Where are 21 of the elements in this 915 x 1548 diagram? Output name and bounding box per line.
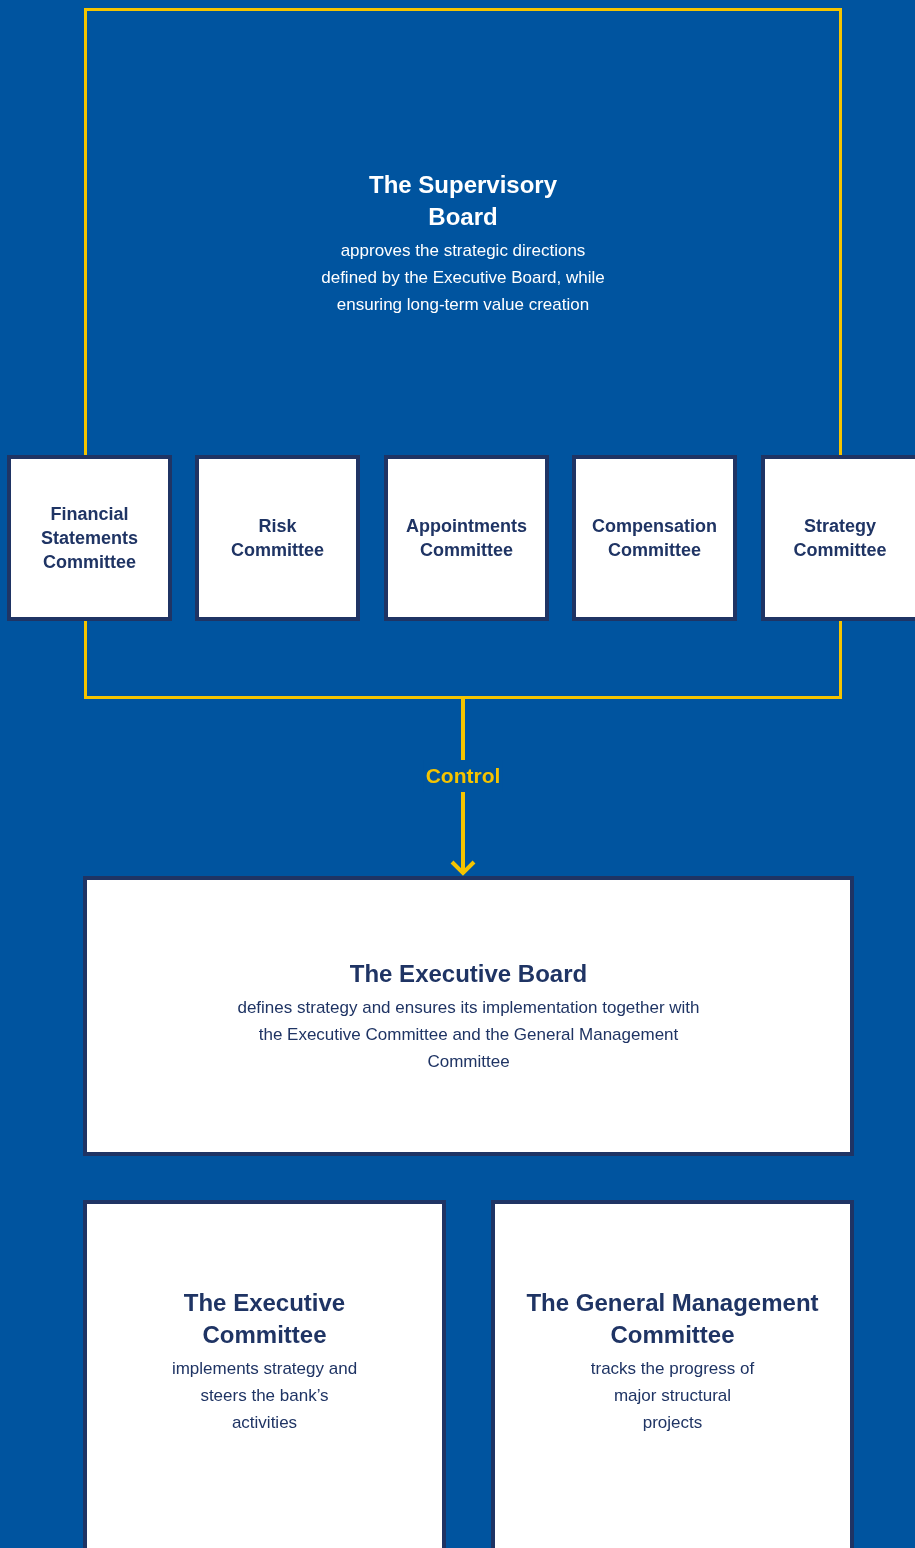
box-description: tracks the progress of major structural projects xyxy=(589,1357,756,1434)
board-box xyxy=(83,1200,446,1548)
box-description: approves the strategic directions defined by the Executive Board, while ensuring long-term value creation xyxy=(320,240,606,316)
board-box xyxy=(83,876,854,1156)
box-heading: The Supervisory Board xyxy=(367,170,559,232)
committee-name: Strategy Committee xyxy=(792,515,888,562)
committee-box xyxy=(384,455,549,621)
committee-name: Financial Statements Committee xyxy=(40,503,139,574)
box-heading: The General Management Committee xyxy=(525,1287,820,1350)
box-description: defines strategy and ensures its implementation together with the Executive Committee and the General Management Committee xyxy=(236,996,701,1073)
committee-name: Risk Committee xyxy=(230,515,325,562)
committee-box xyxy=(761,455,915,621)
box-heading: The Executive Board xyxy=(349,958,588,989)
box-heading: The Executive Committee xyxy=(182,1287,347,1350)
committee-box xyxy=(195,455,360,621)
committee-box xyxy=(572,455,737,621)
board-box xyxy=(491,1200,854,1548)
committee-box xyxy=(7,455,172,621)
box-description: implements strategy and steers the bank’s activities xyxy=(170,1357,359,1434)
committee-name: Compensation Committee xyxy=(592,515,717,562)
committee-name: Appointments Committee xyxy=(405,515,528,562)
